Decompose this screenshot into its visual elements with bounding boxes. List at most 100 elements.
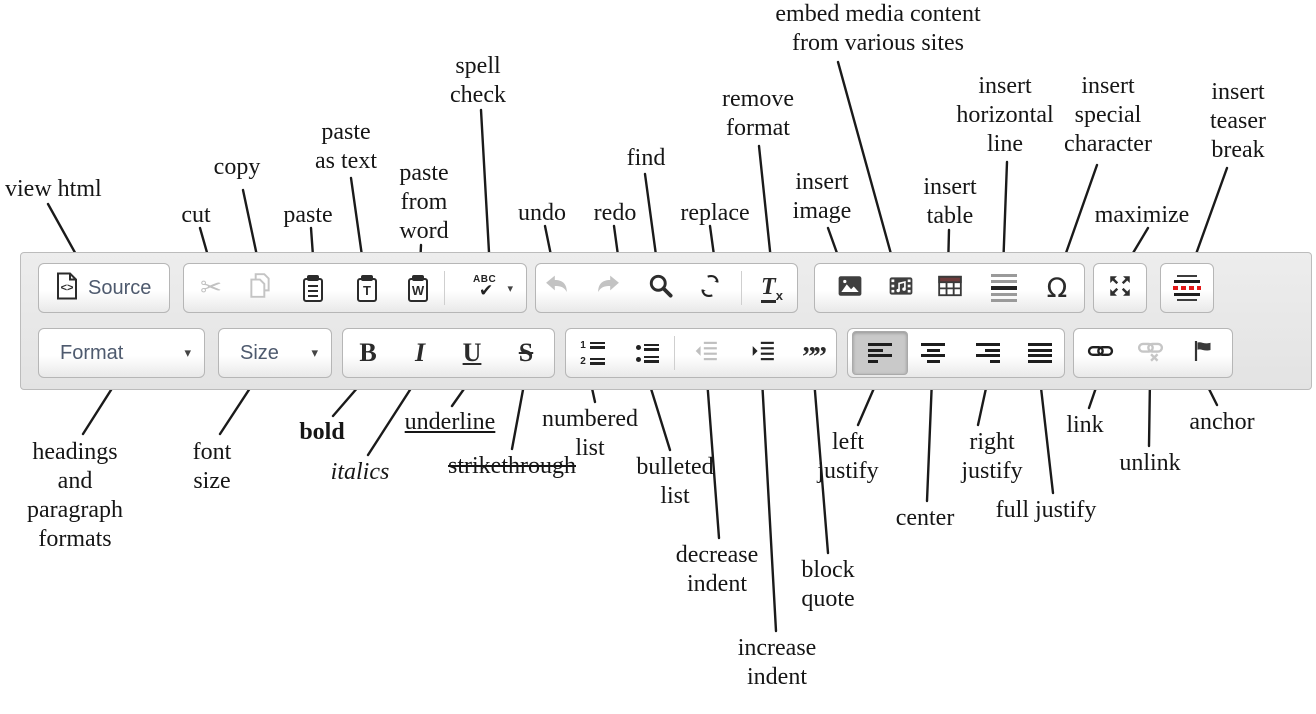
separator [741, 271, 742, 305]
embed-media-button[interactable] [880, 266, 922, 310]
callout-label: replace [680, 200, 750, 226]
callout-label: insert table [923, 174, 977, 229]
cut-button[interactable]: ✂ [190, 266, 232, 310]
increase-indent-button[interactable] [742, 331, 784, 375]
callout-label: paste from word [399, 160, 449, 244]
redo-icon [594, 274, 622, 303]
find-button[interactable] [639, 266, 681, 310]
paste-from-word-button[interactable]: W [397, 266, 439, 310]
size-dropdown-label: Size [240, 341, 279, 364]
callout-line [479, 108, 492, 272]
numbered-list-button[interactable]: 1 2 [571, 331, 613, 375]
remove-format-button[interactable]: Tx [751, 266, 793, 310]
chevron-down-icon: ▾ [311, 345, 318, 361]
align-center-button[interactable] [912, 331, 954, 375]
separator [444, 271, 445, 305]
callout-label: insert teaser break [1210, 79, 1266, 163]
callout-label: bold [299, 419, 345, 445]
callout-label: headings and paragraph formats [27, 439, 123, 552]
unlink-button[interactable] [1129, 331, 1171, 375]
callout-label: remove format [722, 86, 794, 141]
bold-button[interactable]: B [347, 331, 389, 375]
link-icon [1087, 339, 1114, 368]
callout-label: right justify [961, 429, 1023, 484]
link-button[interactable] [1079, 331, 1121, 375]
replace-icon [696, 272, 724, 305]
basic-styles-group [342, 328, 555, 378]
redo-button[interactable] [587, 266, 629, 310]
horizontal-line-button[interactable] [983, 266, 1025, 310]
undo-button[interactable] [536, 266, 578, 310]
bulleted-list-button[interactable] [626, 331, 668, 375]
special-character-button[interactable]: Ω [1036, 266, 1078, 310]
underline-button[interactable]: U [451, 331, 493, 375]
paste-button[interactable] [292, 266, 334, 310]
callout-label: link [1066, 412, 1104, 438]
size-dropdown[interactable]: Size ▾ [218, 328, 332, 378]
bulleted-list-icon [635, 343, 659, 363]
format-dropdown-label: Format [60, 341, 124, 364]
paste-icon [302, 274, 324, 302]
paste-as-text-button[interactable]: T [346, 266, 388, 310]
callout-label: insert special character [1064, 73, 1152, 157]
align-left-icon [868, 342, 892, 364]
format-dropdown[interactable]: Format ▾ [38, 328, 205, 378]
insert-image-icon [837, 274, 863, 303]
align-justify-icon [1028, 342, 1052, 364]
align-right-icon [976, 342, 1000, 364]
replace-button[interactable] [689, 266, 731, 310]
callout-label: maximize [1094, 202, 1190, 228]
source-button-label: Source [88, 276, 152, 299]
callout-label: bulleted list [636, 454, 714, 509]
anchor-button[interactable] [1182, 331, 1224, 375]
block-quote-icon: ”” [802, 342, 827, 373]
callout-label: unlink [1119, 450, 1181, 476]
callout-label: paste [283, 202, 333, 228]
list-indent-group [565, 328, 837, 378]
unlink-icon [1137, 338, 1164, 369]
callout-line [1038, 377, 1055, 495]
anchor-icon [1191, 338, 1215, 369]
source-icon: <> [55, 272, 79, 305]
decrease-indent-icon [693, 339, 719, 368]
callout-label: embed media content from various sites [775, 1, 981, 56]
callout-label: view html [5, 176, 102, 202]
source-button[interactable]: <> Source [38, 263, 170, 313]
align-justify-button[interactable] [1019, 331, 1061, 375]
embed-media-icon [888, 274, 914, 303]
callout-label: increase indent [737, 635, 817, 690]
copy-button[interactable] [239, 266, 281, 310]
separator [674, 336, 675, 370]
paste-as-text-icon: T [356, 274, 378, 302]
decrease-indent-button[interactable] [685, 331, 727, 375]
paste-from-word-icon: W [407, 274, 429, 302]
maximize-group [1093, 263, 1147, 313]
align-right-button[interactable] [967, 331, 1009, 375]
italic-button[interactable]: I [399, 331, 441, 375]
clipboard-group [183, 263, 527, 313]
bold-icon: B [359, 338, 377, 367]
align-left-button[interactable] [852, 331, 908, 375]
callout-line [925, 377, 934, 503]
strikethrough-icon: S [518, 338, 534, 367]
block-quote-button[interactable]: ”” [792, 331, 834, 375]
maximize-button[interactable] [1099, 266, 1141, 310]
spell-check-button[interactable]: ABC ✔ ▾ [460, 266, 516, 310]
insert-image-button[interactable] [829, 266, 871, 310]
undo-group [535, 263, 798, 313]
special-character-icon: Ω [1046, 272, 1068, 304]
remove-format-icon: Tx [761, 273, 783, 303]
underline-icon: U [462, 338, 482, 367]
teaser-break-button[interactable] [1166, 266, 1208, 310]
callout-label: strikethrough [448, 453, 576, 479]
strikethrough-button[interactable]: S [505, 331, 547, 375]
callout-label: italics [330, 459, 390, 485]
callout-label: cut [181, 202, 211, 228]
callout-label: font size [192, 439, 232, 494]
callout-label: decrease indent [675, 542, 759, 597]
insert-table-button[interactable] [929, 266, 971, 310]
undo-icon [543, 274, 571, 303]
teaser-break-icon [1173, 275, 1201, 301]
italic-icon: I [414, 338, 426, 367]
